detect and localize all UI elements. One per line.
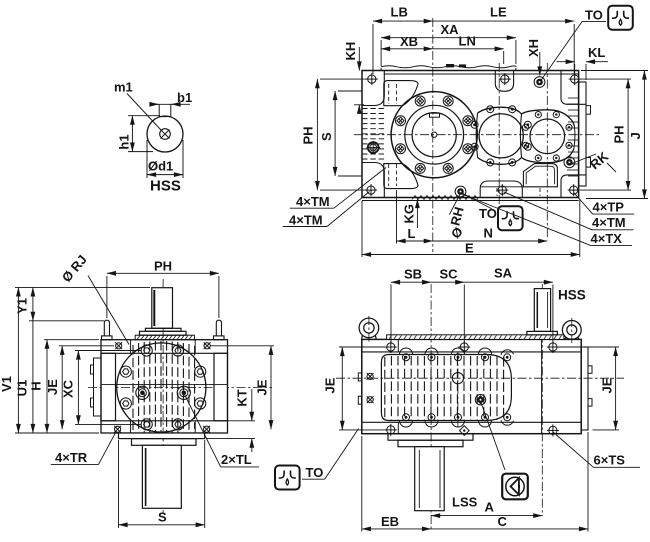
svg-text:EB: EB (381, 514, 399, 529)
svg-text:LSS: LSS (452, 494, 478, 509)
svg-text:SB: SB (404, 267, 422, 282)
svg-text:XA: XA (441, 22, 460, 37)
svg-text:L: L (408, 226, 416, 241)
svg-text:LB: LB (391, 5, 408, 20)
svg-text:SC: SC (440, 267, 459, 282)
svg-text:XH: XH (526, 39, 541, 57)
svg-text:KT: KT (235, 389, 250, 406)
svg-text:b1: b1 (177, 90, 192, 105)
svg-text:S: S (319, 132, 334, 141)
svg-text:PH: PH (154, 259, 172, 274)
svg-text:SA: SA (494, 266, 513, 281)
svg-text:JE: JE (599, 377, 614, 393)
svg-text:PH: PH (301, 126, 316, 144)
svg-text:4×TM: 4×TM (592, 215, 626, 230)
svg-text:Y1: Y1 (14, 298, 29, 314)
svg-text:XC: XC (60, 379, 75, 398)
svg-text:2×TL: 2×TL (221, 452, 252, 467)
svg-text:4×TM: 4×TM (289, 212, 323, 227)
svg-text:V1: V1 (0, 376, 14, 392)
svg-text:4×TX: 4×TX (591, 231, 623, 246)
svg-text:S: S (158, 510, 167, 525)
svg-text:JE: JE (323, 377, 338, 393)
svg-text:h1: h1 (117, 134, 132, 149)
svg-text:4×TM: 4×TM (296, 194, 330, 209)
svg-text:LE: LE (490, 4, 507, 19)
svg-text:TO: TO (585, 7, 603, 22)
svg-text:m1: m1 (114, 80, 133, 95)
svg-text:JE: JE (255, 379, 270, 395)
svg-text:6×TS: 6×TS (594, 453, 626, 468)
svg-text:XB: XB (400, 34, 418, 49)
svg-text:KG: KG (402, 204, 417, 224)
svg-text:J: J (628, 132, 643, 139)
svg-text:U1: U1 (15, 380, 30, 397)
svg-text:H: H (29, 381, 44, 390)
svg-text:PH: PH (612, 125, 627, 143)
svg-text:4×TR: 4×TR (55, 450, 88, 465)
svg-text:4×TP: 4×TP (593, 200, 625, 215)
svg-text:N: N (484, 226, 493, 241)
svg-text:TO: TO (306, 465, 324, 480)
svg-text:HSS: HSS (558, 288, 586, 303)
svg-text:E: E (465, 240, 474, 255)
svg-text:TO: TO (479, 206, 497, 221)
svg-text:Ød1: Ød1 (148, 159, 173, 174)
svg-text:LN: LN (459, 34, 476, 49)
svg-text:KL: KL (588, 45, 605, 60)
svg-text:A: A (485, 499, 495, 514)
svg-text:C: C (498, 514, 508, 529)
svg-text:HSS: HSS (150, 178, 181, 195)
svg-text:RH: RH (447, 205, 466, 227)
svg-text:KH: KH (343, 42, 358, 61)
svg-text:JE: JE (45, 379, 60, 395)
